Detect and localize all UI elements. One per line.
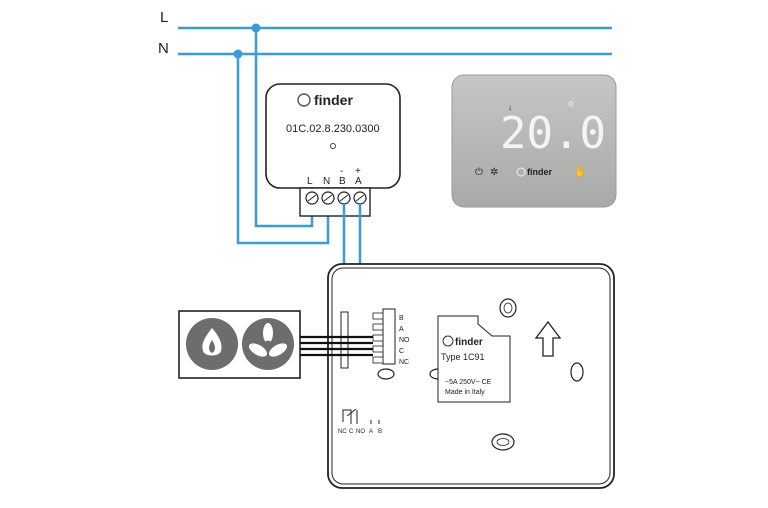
terminal-label-a: A (355, 176, 362, 187)
up-arrow-icon (534, 320, 562, 357)
wire-n-to-module (236, 54, 330, 245)
mount-slot-left (377, 368, 395, 380)
terminal-label-l: L (307, 176, 313, 187)
gear-icon: ✲ (490, 167, 498, 178)
base-origin: Made in Italy (445, 389, 485, 396)
cable-clamp (340, 311, 349, 369)
polarity-minus: - (340, 166, 343, 177)
terminal-label-n: N (323, 176, 330, 187)
thermostat-body (451, 74, 617, 208)
line-label-n: N (158, 40, 169, 57)
base-terminal-c: C (399, 348, 404, 355)
degree-icon (568, 101, 574, 107)
load-box (178, 310, 301, 379)
base-label-plate (437, 315, 511, 403)
base-terminal-nc: NC (399, 359, 409, 366)
thermostat-photo: 20.0 ↓ ⏻ ✲ finder ✋ (451, 74, 617, 208)
power-icon: ⏻ (475, 167, 483, 178)
relay-schematic (342, 408, 380, 424)
module-model: 01C.02.8.230.0300 (286, 123, 380, 135)
module-brand: finder (314, 92, 353, 108)
base-logo-icon (442, 335, 454, 347)
load-wires (300, 335, 373, 357)
mount-hole-top (499, 298, 517, 318)
base-terminal-strip (382, 308, 396, 365)
base-terminal-a: A (399, 326, 404, 333)
terminal-label-b: B (339, 176, 346, 187)
base-inner (331, 267, 611, 485)
base-rating: ~5A 250V~ CE (445, 379, 492, 386)
mount-slot-right (570, 362, 584, 382)
relay-label-a: A (369, 429, 373, 435)
base-terminal-screws (372, 312, 384, 364)
polarity-plus: + (355, 166, 361, 177)
base-terminal-no: NO (399, 337, 410, 344)
relay-label-no: NO (356, 429, 365, 435)
line-label-l: L (160, 9, 168, 26)
module-led-icon (330, 143, 336, 149)
relay-label-nc: NC (338, 429, 347, 435)
thermostat-base: B A NO C NC finder Type 1C91 ~5A 250V~ C… (327, 263, 615, 489)
hand-icon: ✋ (574, 165, 586, 178)
thermostat-brand: finder (527, 167, 552, 177)
relay-label-b: B (378, 429, 382, 435)
base-type: Type 1C91 (441, 352, 485, 362)
thermostat-logo-icon (516, 167, 526, 177)
thermostat-down-arrow-icon: ↓ (508, 103, 512, 112)
base-brand: finder (455, 337, 483, 348)
relay-label-c: C (349, 429, 354, 435)
thermostat-reading: 20.0 (500, 108, 606, 159)
finder-logo-icon (297, 93, 311, 107)
base-terminal-b: B (399, 315, 404, 322)
finder-module: finder 01C.02.8.230.0300 L N B A - + (265, 83, 401, 217)
fan-icon (248, 323, 288, 357)
mount-hole-bottom (491, 433, 515, 451)
power-lines: L N (158, 9, 612, 245)
